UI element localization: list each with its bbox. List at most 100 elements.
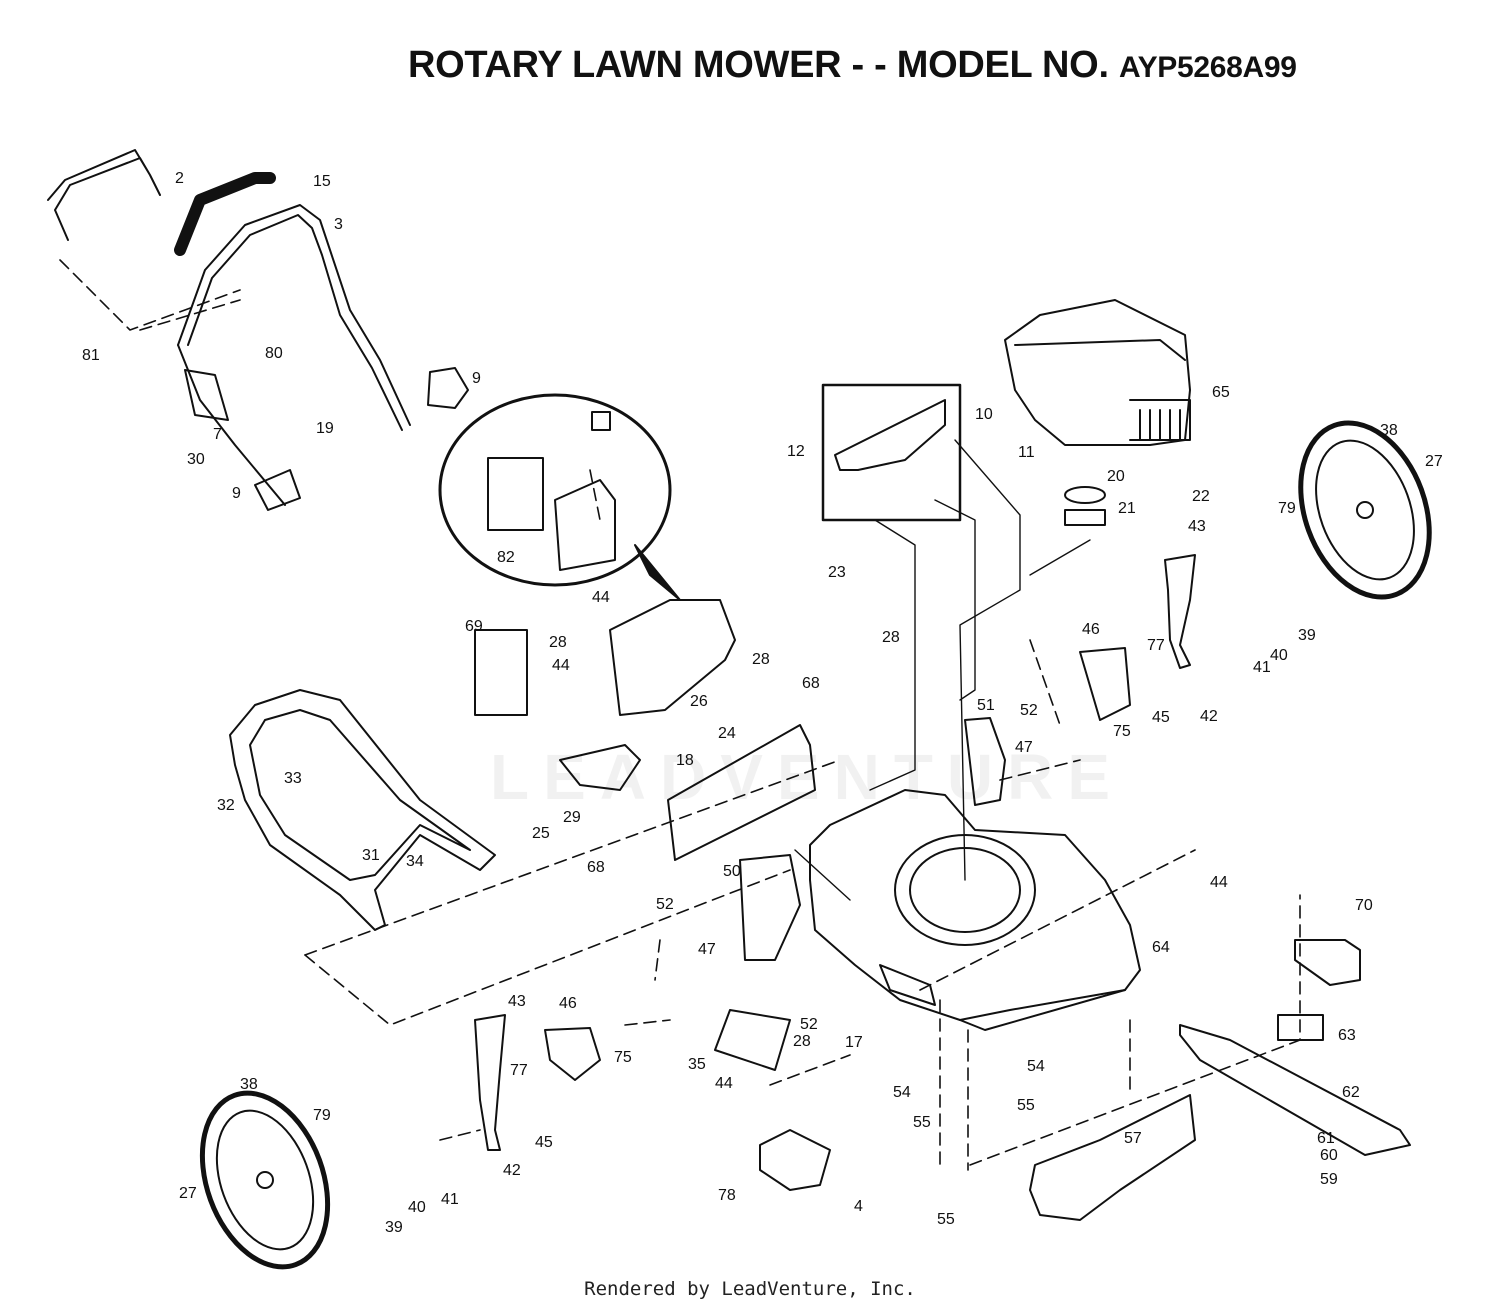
wheel-left	[199, 1090, 331, 1270]
inset-detail	[438, 393, 681, 601]
callout-55: 55	[937, 1211, 955, 1228]
callout-51: 51	[977, 697, 995, 714]
handle-knobs	[184, 367, 469, 511]
callout-9: 9	[232, 485, 241, 502]
height-lever-left	[474, 1014, 506, 1151]
callout-41: 41	[441, 1191, 459, 1208]
callout-32: 32	[217, 797, 235, 814]
callout-27: 27	[1425, 453, 1443, 470]
callout-80: 80	[265, 345, 283, 362]
callout-11: 11	[1018, 444, 1035, 461]
callout-15: 15	[313, 173, 331, 190]
callout-42: 42	[1200, 708, 1218, 725]
callout-40: 40	[1270, 647, 1288, 664]
callout-77: 77	[1147, 637, 1165, 654]
callout-2: 2	[175, 170, 184, 187]
bag-panel-69	[474, 629, 528, 716]
callout-12: 12	[787, 443, 805, 460]
callout-4: 4	[854, 1198, 863, 1215]
callout-24: 24	[718, 725, 736, 742]
callout-47: 47	[698, 941, 716, 958]
callout-63: 63	[1338, 1027, 1356, 1044]
callout-40: 40	[408, 1199, 426, 1216]
callout-65: 65	[1212, 384, 1230, 401]
callout-20: 20	[1107, 468, 1125, 485]
callout-44: 44	[552, 657, 570, 674]
bracket-46-left	[544, 1027, 601, 1081]
callout-22: 22	[1192, 488, 1210, 505]
callout-47: 47	[1015, 739, 1033, 756]
callout-55: 55	[1017, 1097, 1035, 1114]
callout-78: 78	[718, 1187, 736, 1204]
callout-27: 27	[179, 1185, 197, 1202]
callout-3: 3	[334, 216, 343, 233]
callout-19: 19	[316, 420, 334, 437]
scraper-57	[1029, 1094, 1196, 1221]
callout-64: 64	[1152, 939, 1170, 956]
title-main: ROTARY LAWN MOWER - - MODEL NO.	[408, 44, 1109, 86]
callout-62: 62	[1342, 1084, 1360, 1101]
callout-55: 55	[913, 1114, 931, 1131]
callout-81: 81	[82, 347, 100, 364]
bracket-46-right	[1079, 647, 1131, 721]
footer-credit: Rendered by LeadVenture, Inc.	[584, 1278, 916, 1300]
callout-77: 77	[510, 1062, 528, 1079]
callout-45: 45	[1152, 709, 1170, 726]
engine	[1004, 299, 1191, 446]
callout-44: 44	[592, 589, 610, 606]
callout-68: 68	[587, 859, 605, 876]
callout-57: 57	[1124, 1130, 1142, 1147]
page-title: ROTARY LAWN MOWER - - MODEL NO. AYP5268A…	[408, 44, 1297, 87]
air-filter-78	[759, 1129, 831, 1191]
bracket-51	[964, 717, 1006, 806]
height-lever-right	[1164, 554, 1196, 669]
callout-28: 28	[752, 651, 770, 668]
callout-34: 34	[406, 853, 424, 870]
callout-75: 75	[614, 1049, 632, 1066]
callout-52: 52	[800, 1016, 818, 1033]
callout-38: 38	[1380, 422, 1398, 439]
callout-33: 33	[284, 770, 302, 787]
callout-29: 29	[563, 809, 581, 826]
callout-45: 45	[535, 1134, 553, 1151]
callout-26: 26	[690, 693, 708, 710]
callout-60: 60	[1320, 1147, 1338, 1164]
callout-52: 52	[656, 896, 674, 913]
callout-30: 30	[187, 451, 205, 468]
callout-7: 7	[213, 426, 222, 443]
callout-10: 10	[975, 406, 993, 423]
discharge-chute	[559, 599, 816, 861]
callout-52: 52	[1020, 702, 1038, 719]
leader-lines	[794, 439, 1091, 901]
callout-42: 42	[503, 1162, 521, 1179]
rear-guard	[229, 689, 496, 931]
pulley	[1064, 486, 1106, 526]
callout-31: 31	[362, 847, 380, 864]
wheel-right	[1298, 420, 1432, 600]
callout-75: 75	[1113, 723, 1131, 740]
callout-38: 38	[240, 1076, 258, 1093]
callout-46: 46	[1082, 621, 1100, 638]
callout-25: 25	[532, 825, 550, 842]
callout-41: 41	[1253, 659, 1271, 676]
callout-43: 43	[508, 993, 526, 1010]
bracket-50	[739, 854, 801, 961]
callout-23: 23	[828, 564, 846, 581]
callout-46: 46	[559, 995, 577, 1012]
callout-9: 9	[472, 370, 481, 387]
callout-44: 44	[715, 1075, 733, 1092]
upper-handle	[47, 149, 411, 506]
callout-39: 39	[385, 1219, 403, 1236]
callout-61: 61	[1317, 1130, 1335, 1147]
callout-18: 18	[676, 752, 694, 769]
blade	[1179, 1024, 1411, 1156]
callout-82: 82	[497, 549, 515, 566]
model-number: AYP5268A99	[1118, 51, 1297, 84]
callout-70: 70	[1355, 897, 1373, 914]
callout-44: 44	[1210, 874, 1228, 891]
callout-50: 50	[723, 863, 741, 880]
callout-68: 68	[802, 675, 820, 692]
bracket-box	[821, 383, 962, 522]
